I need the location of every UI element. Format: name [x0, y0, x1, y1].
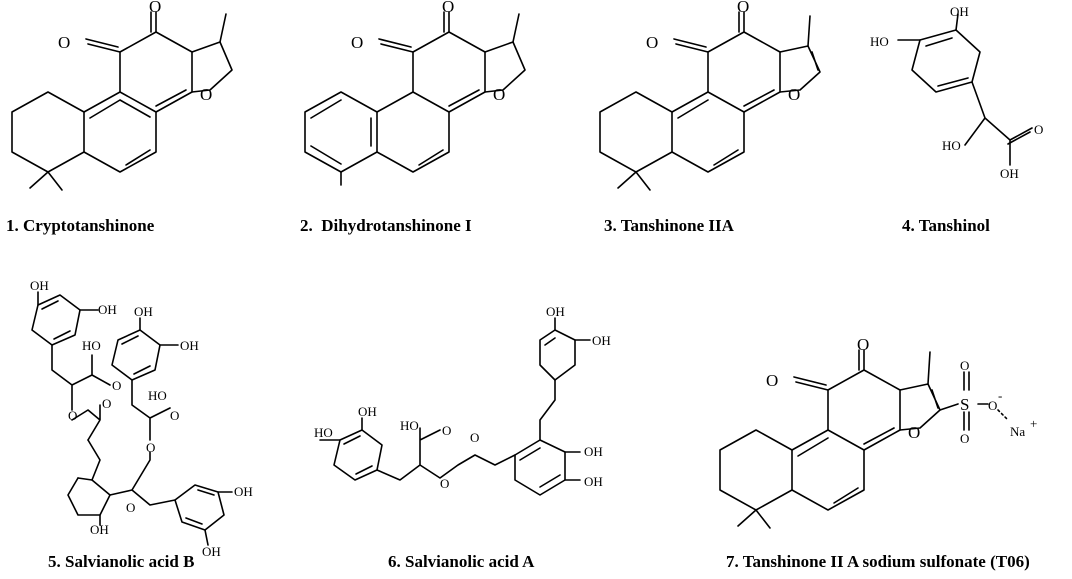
structure-tanshinol: OH HO HO O OH — [870, 4, 1043, 181]
atom-label: + — [1030, 416, 1037, 431]
atom-label: HO — [314, 425, 333, 440]
caption-tanshinol: 4. Tanshinol — [902, 216, 990, 235]
atom-label: O — [737, 0, 749, 16]
atom-label: O — [200, 85, 212, 104]
atom-label: O — [1034, 122, 1043, 137]
atom-label: OH — [134, 304, 153, 319]
atom-label: HO — [82, 338, 101, 353]
atom-label: OH — [358, 404, 377, 419]
atom-label: O — [988, 398, 997, 413]
atom-label: OH — [546, 304, 565, 319]
atom-label: O — [58, 33, 70, 52]
atom-label: S — [960, 395, 969, 414]
caption-tanshinone-iia: 3. Tanshinone IIA — [604, 216, 734, 235]
structure-t06: O O O S O O O - Na + — [719, 335, 1037, 529]
atom-label: OH — [202, 544, 221, 559]
atom-label: O — [149, 0, 161, 16]
atom-label: OH — [584, 444, 603, 459]
atom-label: O — [112, 378, 121, 393]
atom-label: O — [960, 431, 969, 446]
atom-label: O — [857, 335, 869, 354]
structure-salvianolic-acid-a: HO OH HO O O O OH OH OH OH — [314, 304, 611, 496]
atom-label: O — [766, 371, 778, 390]
atom-label: OH — [1000, 166, 1019, 181]
atom-label: O — [126, 500, 135, 515]
atom-label: O — [493, 85, 505, 104]
atom-label: Na — [1010, 424, 1025, 439]
atom-label: HO — [400, 418, 419, 433]
atom-label: O — [351, 33, 363, 52]
structure-tanshinone-iia: O O O — [599, 0, 821, 191]
caption-salvianolic-acid-b: 5. Salvianolic acid B — [48, 552, 195, 571]
atom-label: O — [470, 430, 479, 445]
atom-label: HO — [148, 388, 167, 403]
atom-label: OH — [30, 278, 49, 293]
atom-label: O — [442, 0, 454, 16]
atom-label: O — [68, 408, 77, 423]
atom-label: - — [998, 388, 1002, 403]
atom-label: OH — [180, 338, 199, 353]
atom-label: O — [442, 423, 451, 438]
atom-label: OH — [592, 333, 611, 348]
caption-t06: 7. Tanshinone II A sodium sulfonate (T06… — [726, 552, 1030, 571]
atom-label: OH — [950, 4, 969, 19]
atom-label: O — [146, 440, 155, 455]
atom-label: HO — [870, 34, 889, 49]
atom-label: O — [788, 85, 800, 104]
atom-label: O — [440, 476, 449, 491]
atom-label: O — [908, 423, 920, 442]
atom-label: OH — [90, 522, 109, 537]
atom-label: O — [960, 358, 969, 373]
atom-label: OH — [98, 302, 117, 317]
atom-label: O — [102, 396, 111, 411]
caption-dihydrotanshinone: 2. Dihydrotanshinone I — [300, 216, 472, 235]
atom-label: O — [170, 408, 179, 423]
structure-dihydrotanshinone: O O O — [304, 0, 526, 186]
atom-label: OH — [584, 474, 603, 489]
structure-salvianolic-acid-b: OH OH HO O O O OH OH HO O O O OH OH OH — [30, 278, 253, 559]
atom-label: O — [646, 33, 658, 52]
structure-cryptotanshinone: O O O — [11, 0, 233, 191]
atom-label: HO — [942, 138, 961, 153]
caption-salvianolic-acid-a: 6. Salvianolic acid A — [388, 552, 535, 571]
caption-cryptotanshinone: 1. Cryptotanshinone — [6, 216, 155, 235]
atom-label: OH — [234, 484, 253, 499]
